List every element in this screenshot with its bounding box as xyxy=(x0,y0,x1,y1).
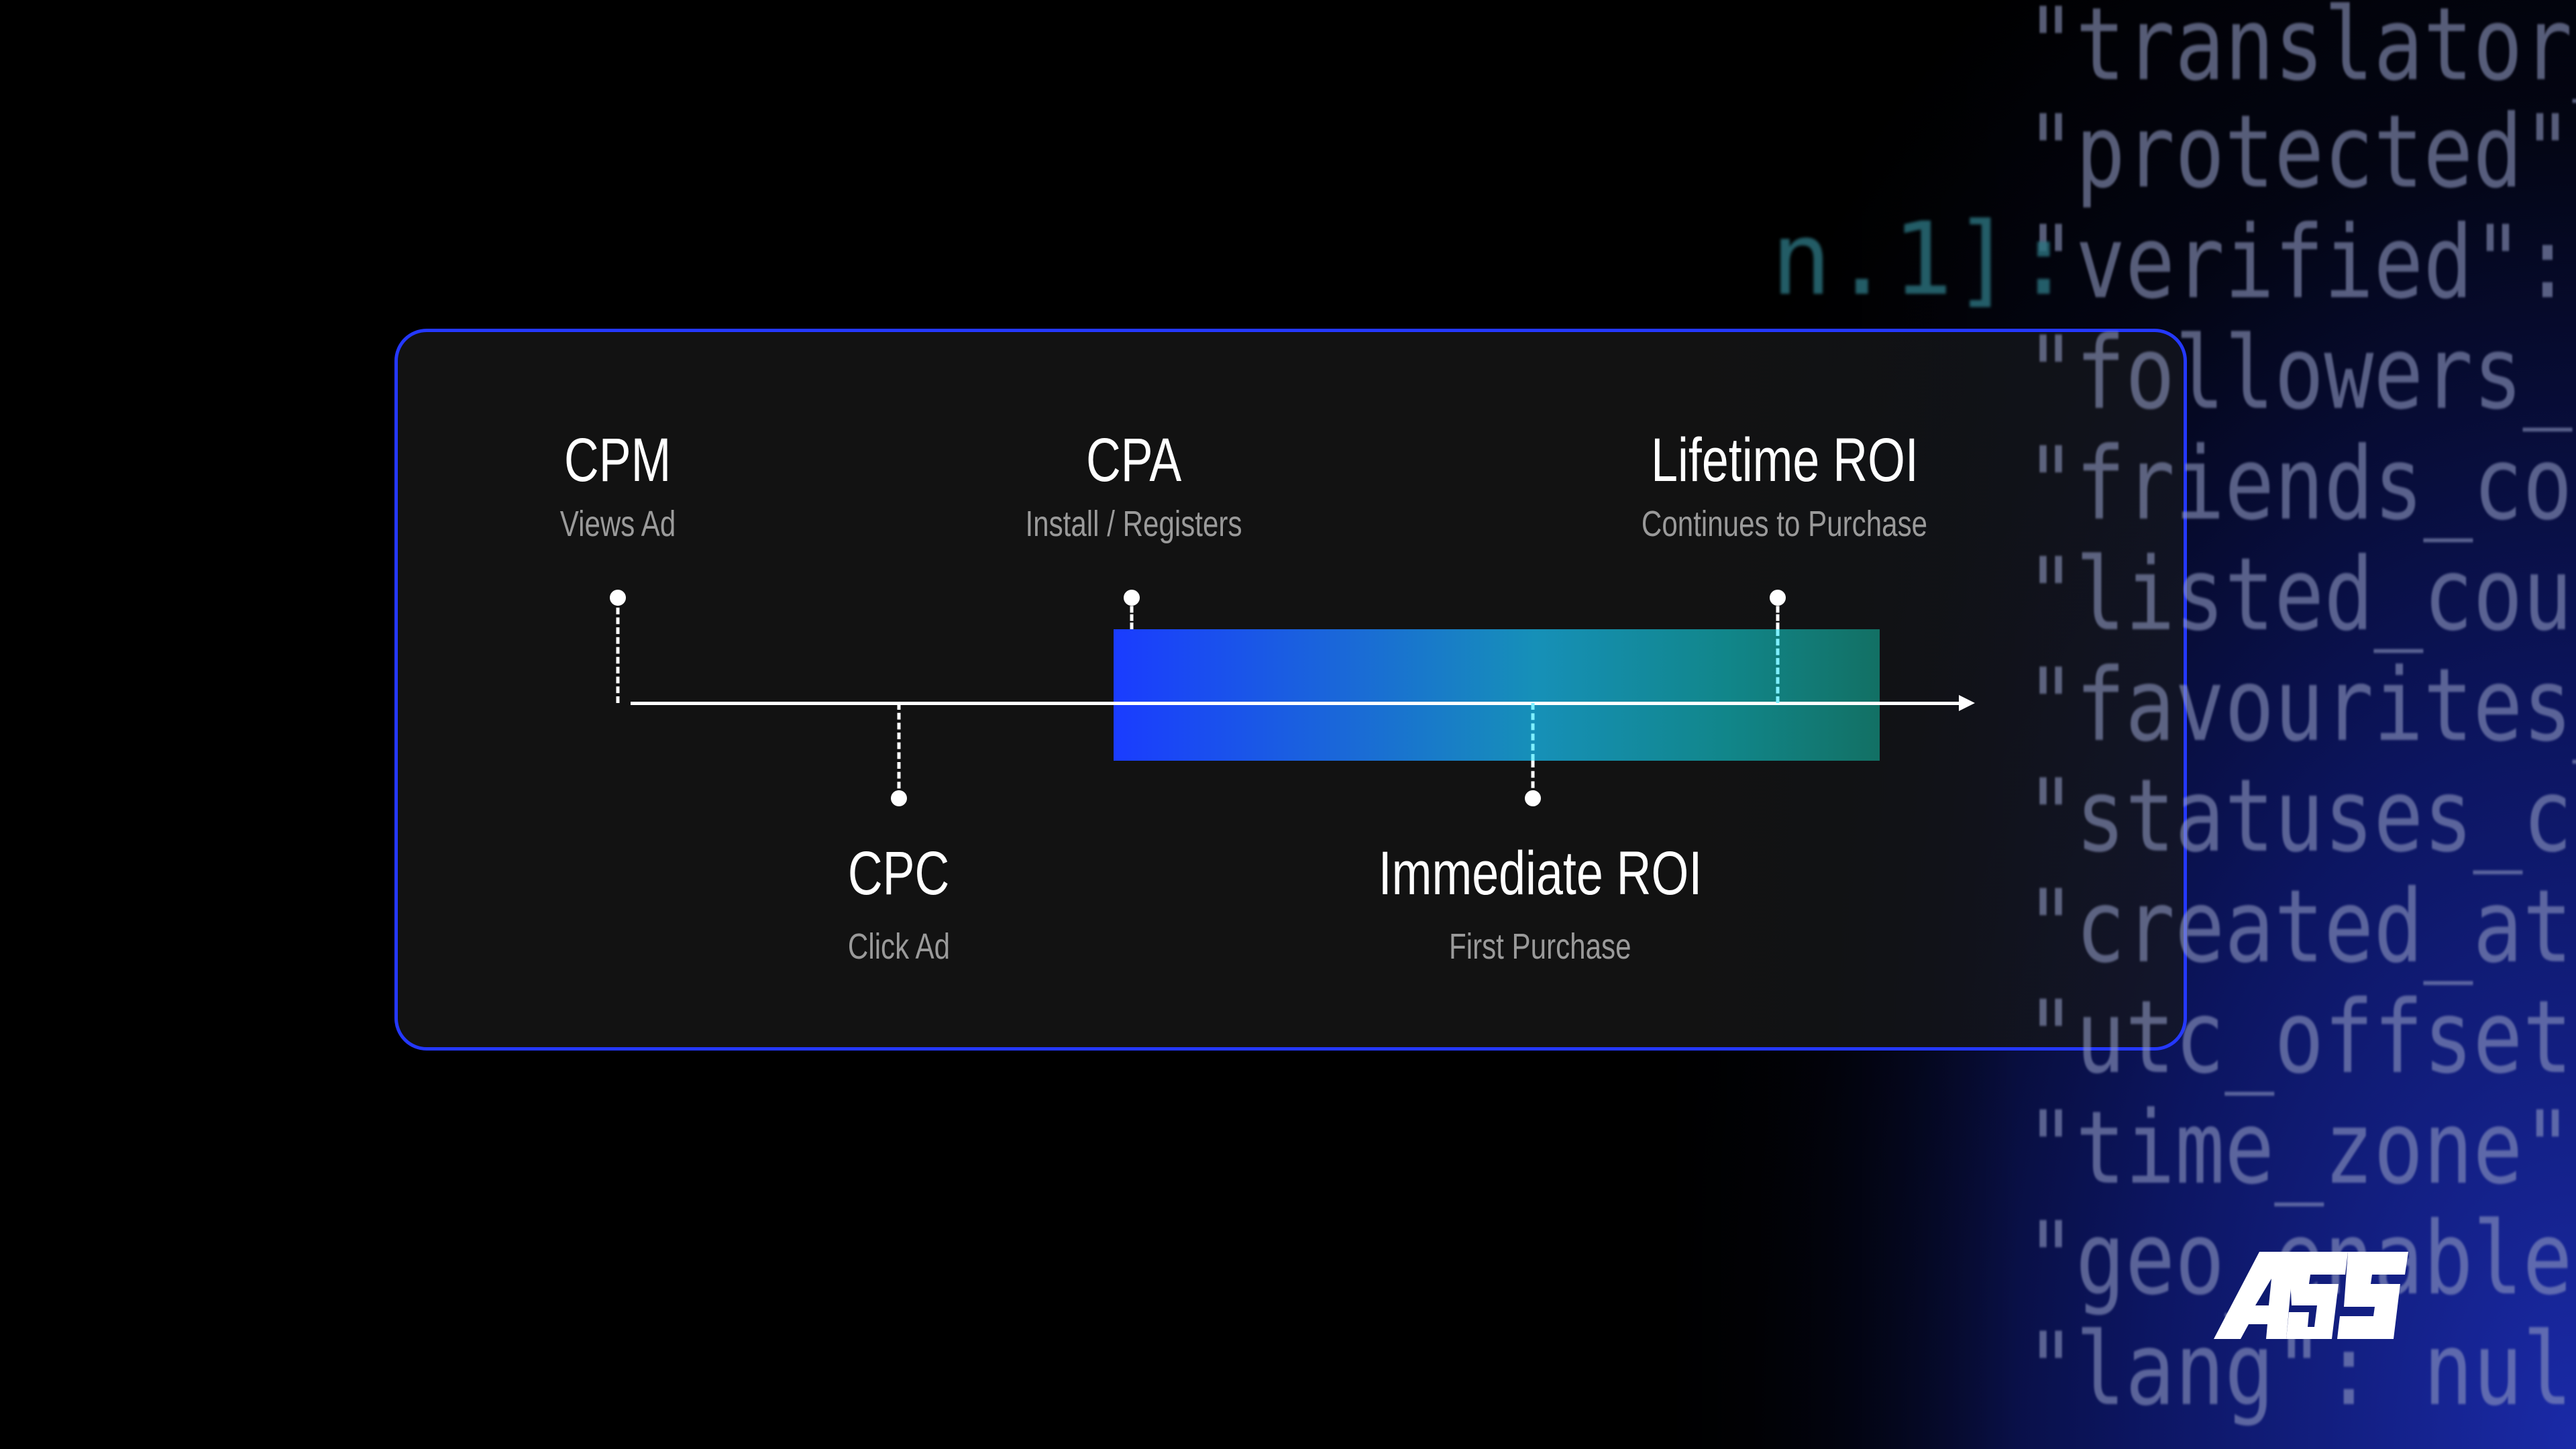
marker-dot-cpa xyxy=(1124,590,1140,606)
milestone-title: CPC xyxy=(848,839,950,908)
milestone-title: Lifetime ROI xyxy=(1650,426,1919,494)
roi-gradient-bar xyxy=(1114,629,1880,761)
arrow-head-icon xyxy=(1959,695,1975,711)
connector-immediate-roi-lower xyxy=(1531,761,1535,798)
marker-dot-immediate-roi xyxy=(1525,790,1541,806)
milestone-cpm: CPM Views Ad xyxy=(543,429,692,542)
milestone-subtitle: Views Ad xyxy=(559,504,676,544)
milestone-subtitle: First Purchase xyxy=(1449,926,1631,967)
code-index: n.1]: xyxy=(1771,201,2074,318)
connector-immediate-roi xyxy=(1531,703,1535,761)
marker-dot-cpc xyxy=(891,790,907,806)
connector-cpa xyxy=(1130,598,1134,629)
milestone-cpc: CPC Click Ad xyxy=(833,843,964,965)
milestone-subtitle: Continues to Purchase xyxy=(1641,504,1928,544)
milestone-subtitle: Install / Registers xyxy=(1025,504,1242,544)
marker-dot-cpm xyxy=(610,590,626,606)
connector-cpm xyxy=(616,598,620,703)
milestone-title: Immediate ROI xyxy=(1378,839,1703,908)
milestone-subtitle: Click Ad xyxy=(847,926,951,967)
connector-lifetime-roi xyxy=(1776,598,1780,629)
timeline-axis xyxy=(631,702,1966,705)
milestone-cpa: CPA Install / Registers xyxy=(995,429,1273,542)
a65-logo xyxy=(2214,1252,2408,1339)
connector-lifetime-roi-lower xyxy=(1776,629,1780,703)
milestone-lifetime-roi: Lifetime ROI Continues to Purchase xyxy=(1601,429,1968,542)
milestone-title: CPA xyxy=(1085,426,1182,494)
milestone-immediate-roi: Immediate ROI First Purchase xyxy=(1333,843,1748,965)
milestone-title: CPM xyxy=(564,426,672,494)
marker-dot-lifetime-roi xyxy=(1770,590,1786,606)
connector-cpc xyxy=(897,703,901,798)
